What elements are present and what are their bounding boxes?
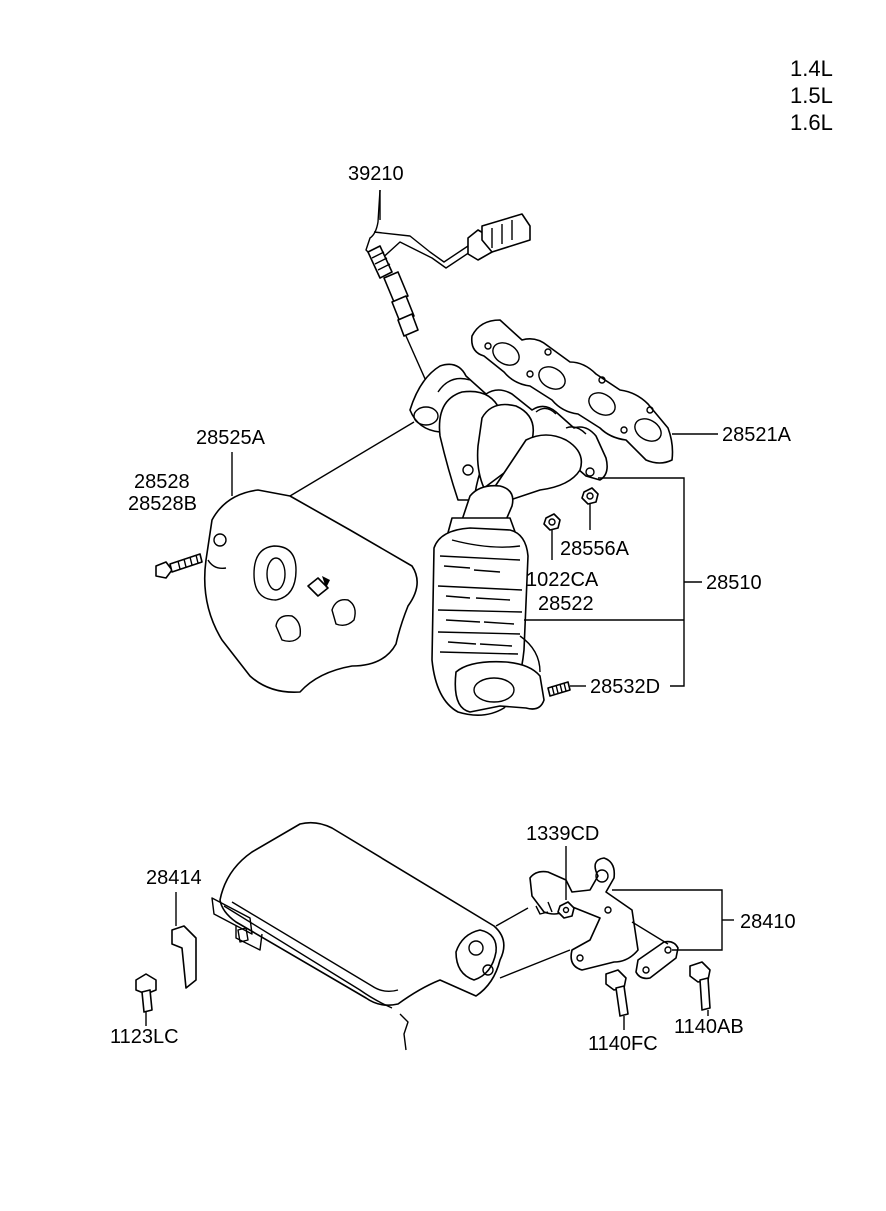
bolt-1123lc-drawing	[135, 973, 157, 1013]
label-manifold-gasket: 28521A	[722, 424, 792, 446]
oxygen-sensor-drawing	[365, 189, 531, 463]
label-gasket-b: 28522	[538, 593, 594, 615]
stud-bolt-drawing	[547, 681, 571, 697]
bolt-1140fc-drawing	[605, 969, 629, 1017]
label-bracket-nut: 1339CD	[526, 823, 599, 845]
heat-protector-drawing	[203, 489, 418, 693]
label-bolt-d: 1140FC	[588, 1033, 658, 1055]
label-bolt-a: 28528	[134, 471, 190, 493]
engine-size-1: 1.4L	[790, 56, 833, 81]
label-bracket-clip: 28414	[146, 867, 202, 889]
bracket-assembly-drawing	[211, 821, 679, 1051]
engine-size-2: 1.5L	[790, 83, 833, 108]
label-nut-b: 1022CA	[526, 569, 599, 591]
exhaust-manifold-drawing	[409, 363, 608, 716]
bolt-1140ab-drawing	[689, 961, 711, 1011]
label-oxygen-sensor: 39210	[348, 163, 404, 185]
engine-size-3: 1.6L	[790, 110, 833, 135]
label-manifold-assy: 28510	[706, 572, 762, 594]
label-bolt-b: 28528B	[128, 493, 197, 515]
leader-lines	[145, 190, 734, 1030]
label-bolt-e: 1140AB	[674, 1016, 744, 1038]
bracket-clip-drawing	[171, 925, 197, 989]
label-heat-protector: 28525A	[196, 427, 266, 449]
manifold-gasket-drawing	[470, 319, 674, 464]
manifold-nuts-drawing	[543, 487, 599, 531]
label-stud-bolt: 28532D	[590, 676, 660, 698]
label-bracket-assy: 28410	[740, 911, 796, 933]
label-nut-a: 28556A	[560, 538, 630, 560]
label-bolt-c: 1123LC	[110, 1026, 179, 1048]
heat-protector-bolt-drawing	[155, 553, 203, 579]
